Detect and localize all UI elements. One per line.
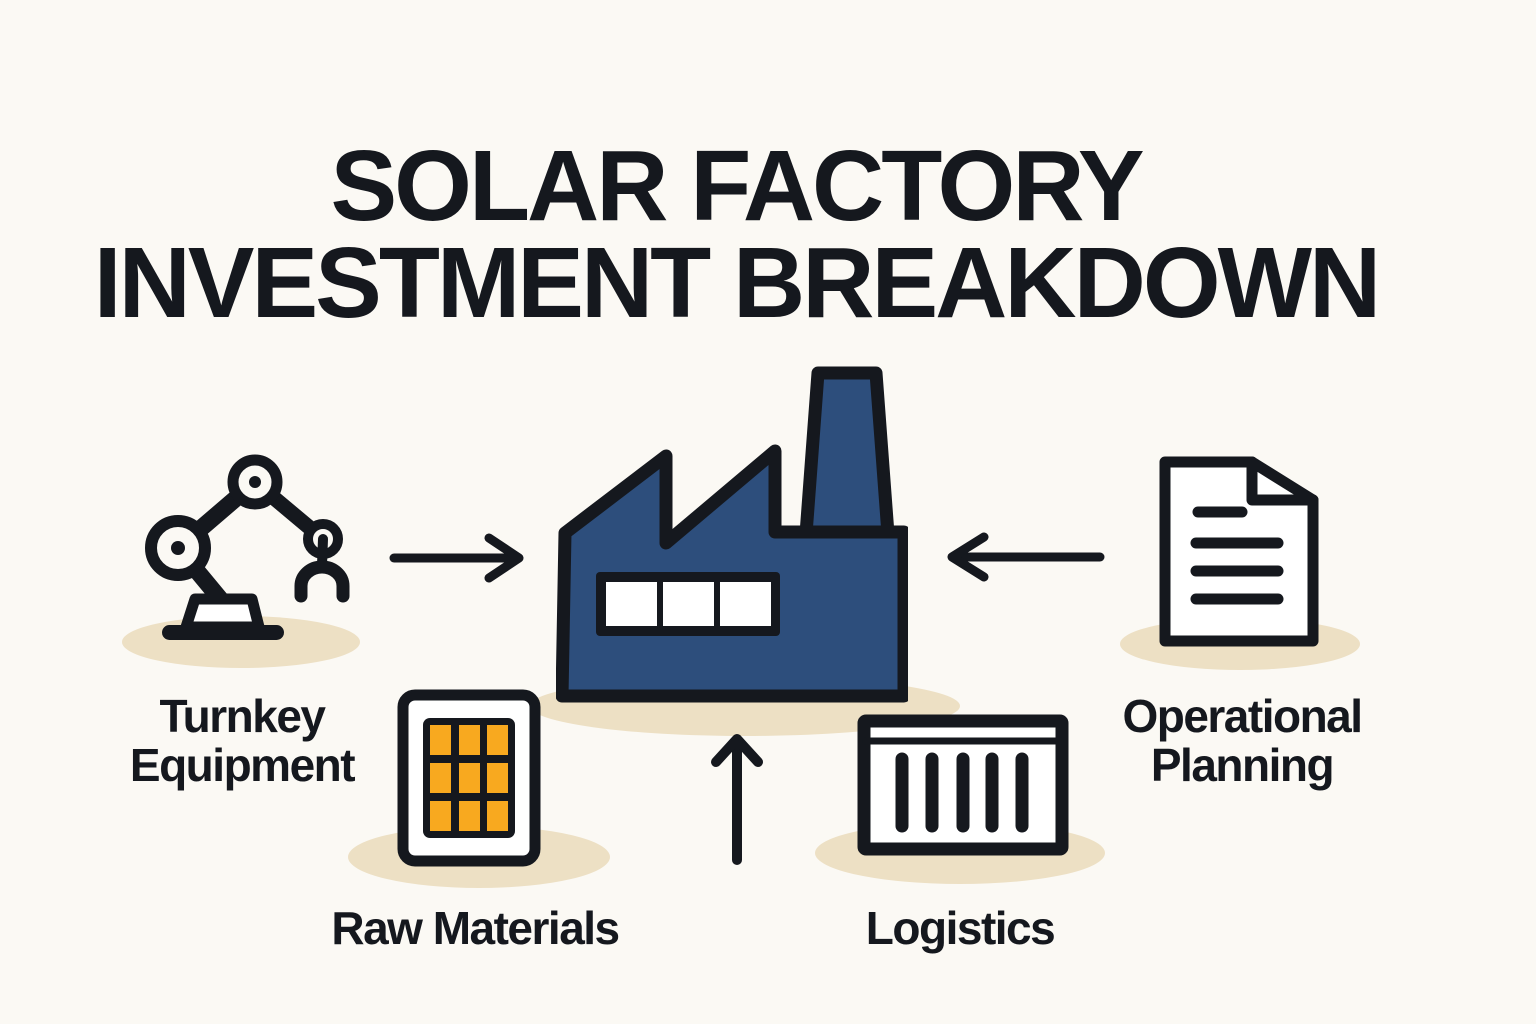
arrow-left-icon bbox=[947, 532, 1105, 582]
shipping-container-icon bbox=[857, 714, 1069, 856]
robot-arm-icon bbox=[145, 454, 350, 640]
arrow-right-icon bbox=[389, 533, 524, 583]
factory-icon bbox=[556, 366, 908, 703]
label-operational-planning: Operational Planning bbox=[1122, 690, 1363, 791]
label-logistics: Logistics bbox=[865, 902, 1056, 954]
document-icon bbox=[1159, 456, 1319, 647]
label-turnkey-equipment: Turnkey Equipment bbox=[129, 690, 356, 791]
solar-panel-icon bbox=[397, 689, 541, 867]
page-title-line1: SOLAR FACTORY bbox=[330, 130, 1144, 242]
page-title: SOLAR FACTORY INVESTMENT BREAKDOWN bbox=[0, 130, 1472, 339]
arrow-up-icon bbox=[711, 734, 763, 865]
page-title-line2: INVESTMENT BREAKDOWN bbox=[93, 227, 1381, 339]
label-raw-materials: Raw Materials bbox=[331, 902, 620, 954]
